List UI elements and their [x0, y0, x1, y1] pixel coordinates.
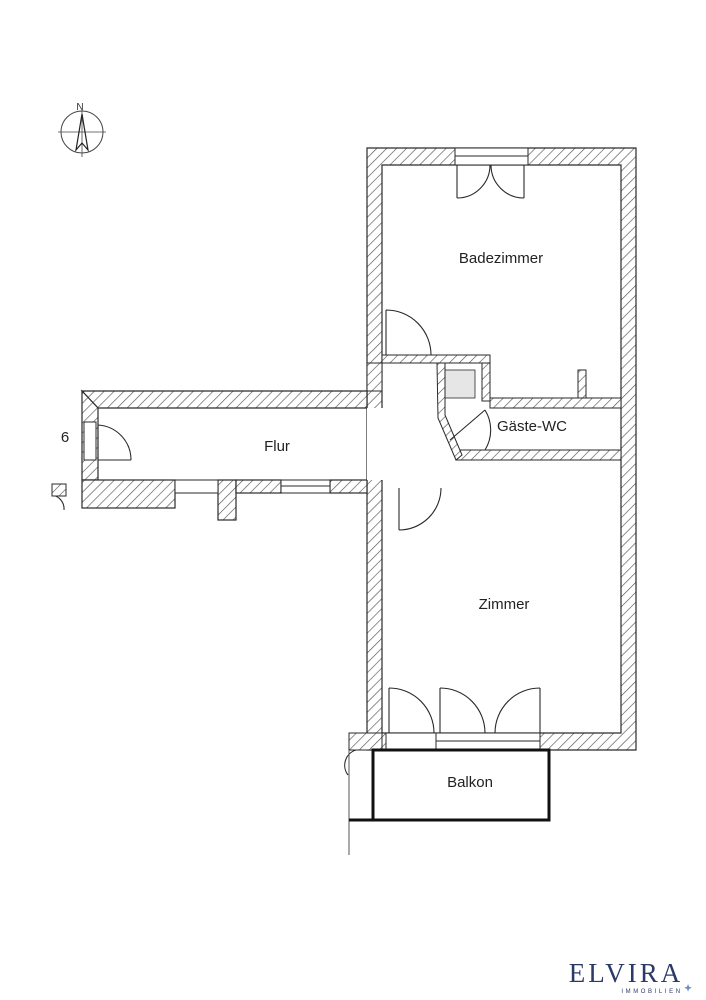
company-logo: ELVIRA IMMOBILIEN — [569, 958, 692, 995]
walls — [80, 147, 637, 751]
compass: N — [58, 102, 106, 157]
doors — [51, 164, 541, 776]
room-label-badezimmer: Badezimmer — [459, 250, 543, 267]
cut-off-walls — [51, 483, 350, 855]
room-label-gaeste-wc: Gäste-WC — [497, 418, 567, 435]
room-label-balkon: Balkon — [447, 774, 493, 791]
compass-north-label: N — [76, 102, 83, 113]
room-label-zimmer: Zimmer — [479, 596, 530, 613]
logo-tagline: IMMOBILIEN — [621, 989, 682, 995]
room-label-flur: Flur — [264, 438, 290, 455]
logo-sparkle-icon — [684, 983, 692, 992]
balcony — [349, 748, 551, 822]
side-number-label: 6 — [61, 429, 69, 446]
logo-name: ELVIRA — [569, 958, 684, 988]
windows — [83, 147, 541, 751]
